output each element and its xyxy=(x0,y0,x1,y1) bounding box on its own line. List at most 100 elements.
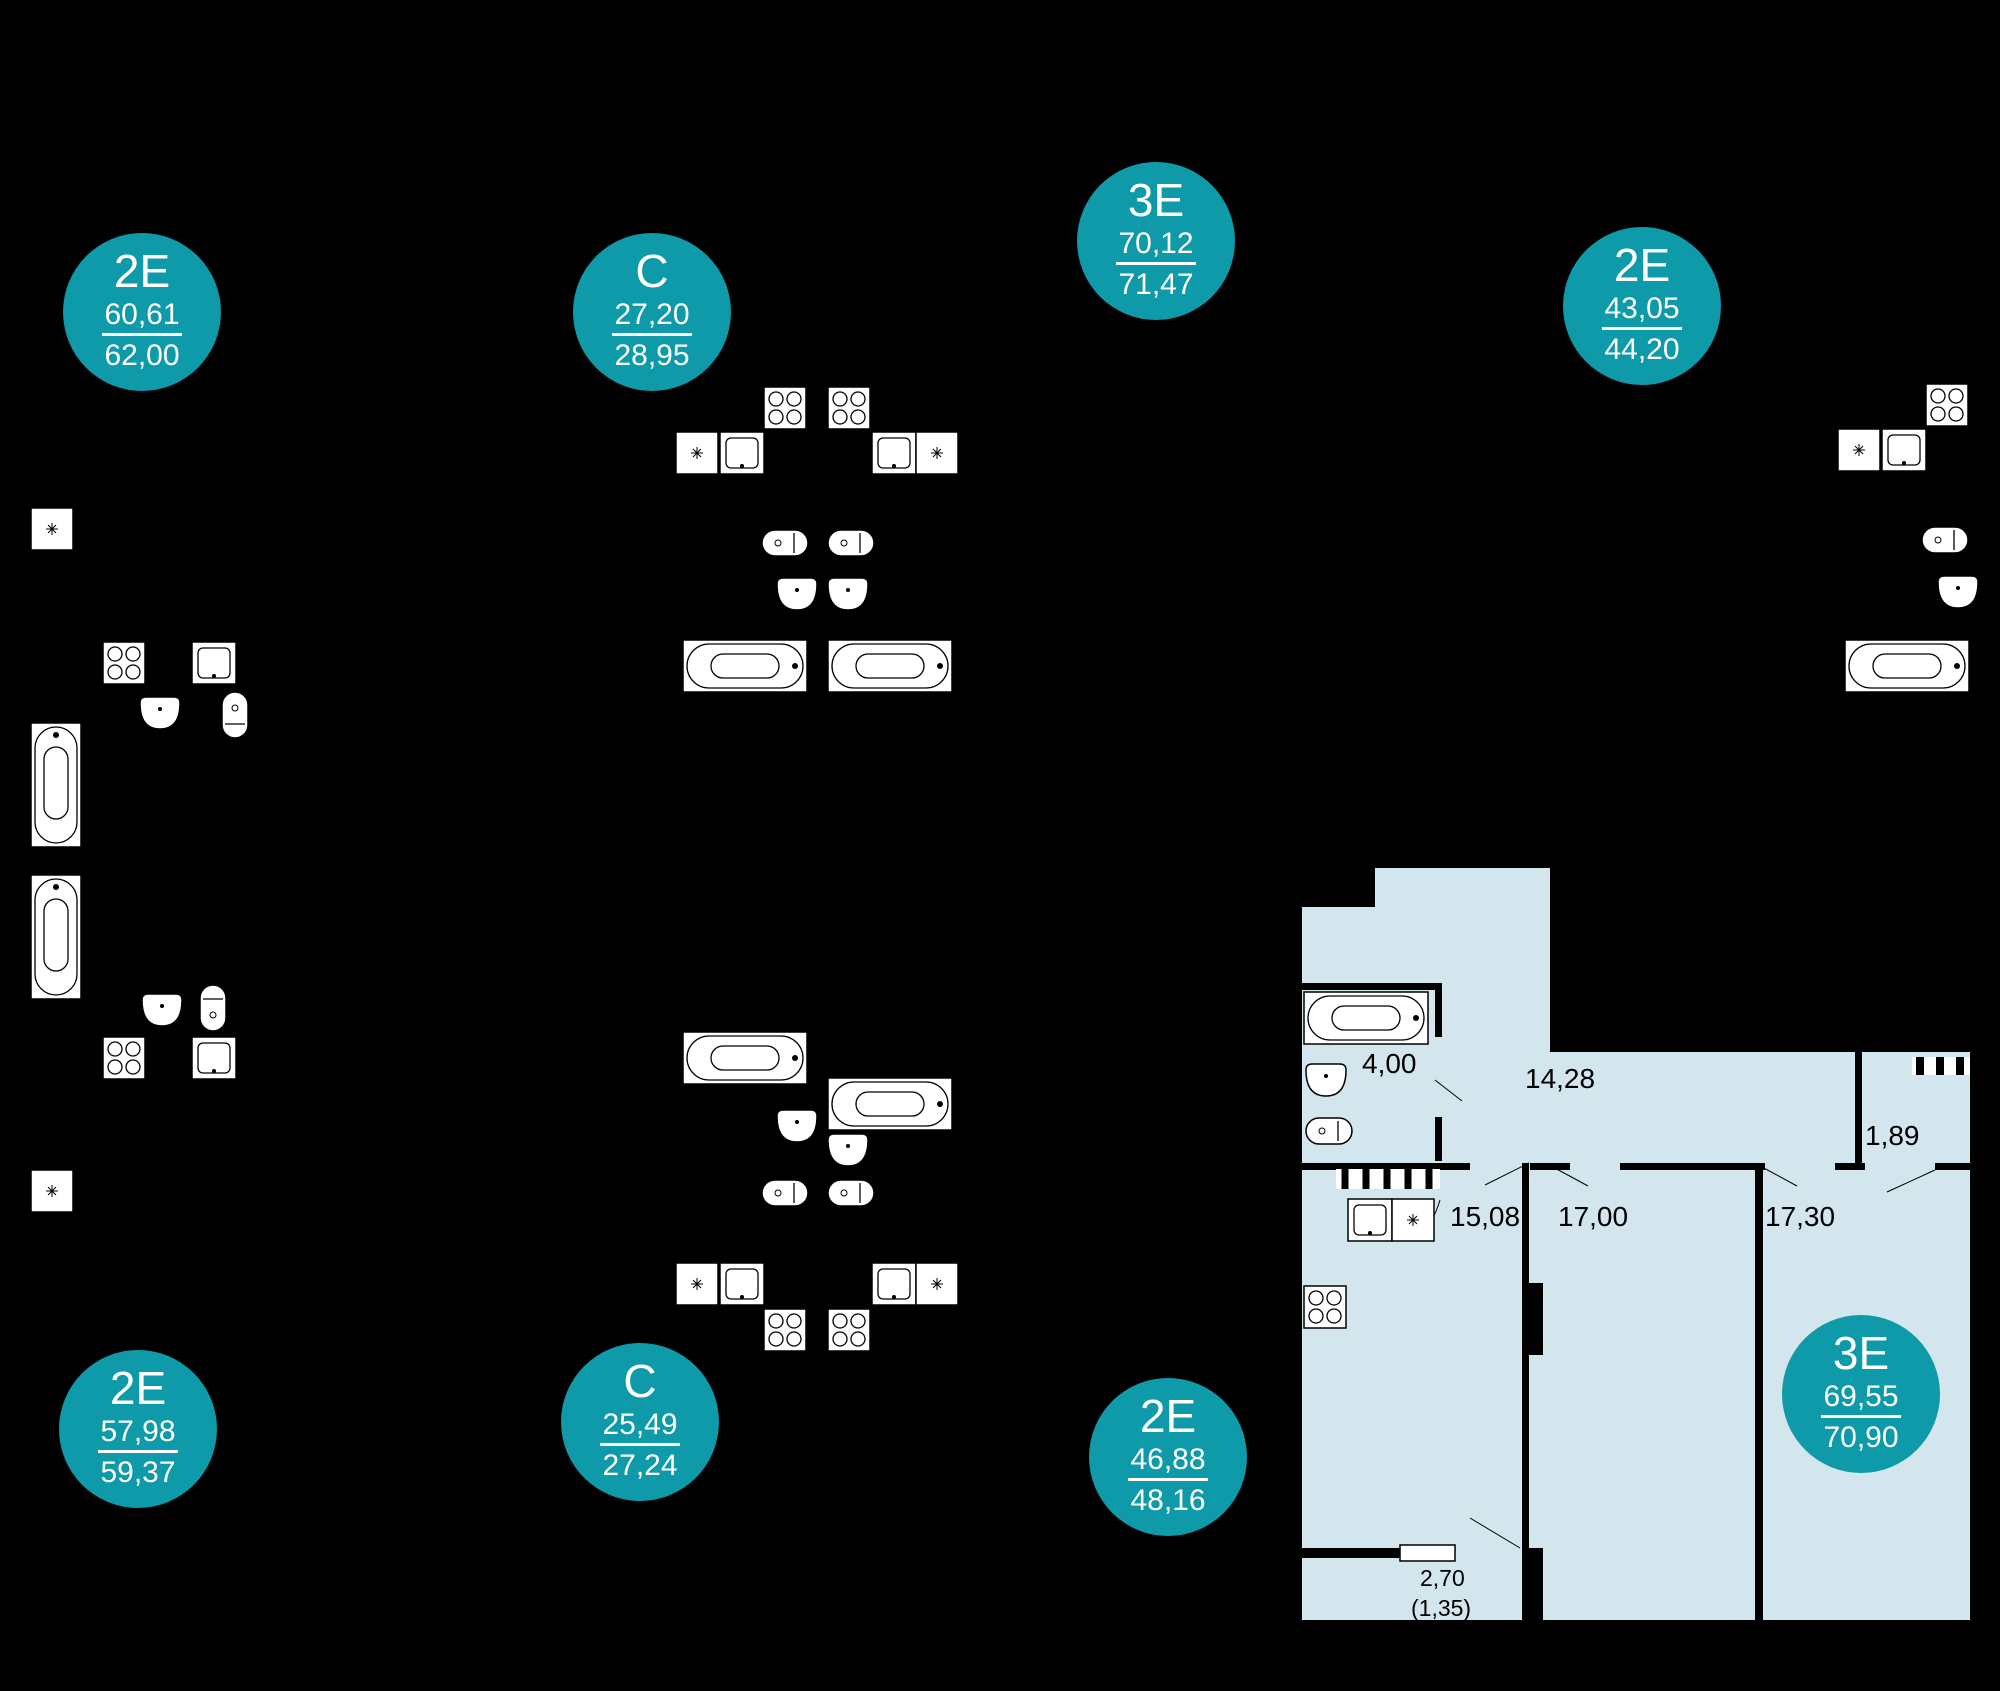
washbasin-icon xyxy=(1305,1063,1347,1097)
washbasin-icon xyxy=(776,577,818,611)
room-area-bathroom: 4,00 xyxy=(1362,1048,1417,1079)
total-area: 62,00 xyxy=(104,339,180,372)
bathtub-icon xyxy=(30,874,82,1000)
apartment-type: 2E xyxy=(113,245,171,297)
room-area-storage: 1,89 xyxy=(1865,1120,1920,1151)
ventilation-icon xyxy=(915,1262,959,1306)
living-area: 60,61 xyxy=(104,298,180,331)
fixtures-right-top xyxy=(1837,383,1979,693)
total-area: 28,95 xyxy=(614,339,690,372)
apartment-type: 2E xyxy=(1613,239,1671,291)
living-area: 57,98 xyxy=(100,1415,176,1448)
apartment-badge-selected[interactable]: 3E 69,55 70,90 xyxy=(1782,1315,1940,1473)
ventilation-icon xyxy=(30,1169,74,1213)
washbasin-icon xyxy=(827,577,869,611)
fraction-bar xyxy=(102,333,182,336)
total-area: 59,37 xyxy=(100,1456,176,1489)
washbasin-icon xyxy=(141,993,183,1027)
room-area-balcony: 2,70 xyxy=(1420,1565,1465,1591)
washbasin-icon xyxy=(827,1133,869,1167)
fraction-bar xyxy=(1128,1478,1208,1481)
bathtub-icon xyxy=(30,722,82,848)
total-area: 70,90 xyxy=(1823,1421,1899,1454)
kitchen-sink-icon xyxy=(871,431,917,475)
fixtures-center-bottom xyxy=(675,1031,959,1352)
stove-icon xyxy=(763,1308,807,1352)
toilet-icon xyxy=(761,529,809,557)
apartment-badge[interactable]: 2E 57,98 59,37 xyxy=(59,1350,217,1508)
ventilation-icon xyxy=(1837,428,1881,472)
total-area: 71,47 xyxy=(1118,268,1194,301)
stove-icon xyxy=(827,386,871,430)
bathtub-icon xyxy=(682,1031,808,1085)
fraction-bar xyxy=(98,1450,178,1453)
fixtures-left xyxy=(30,507,249,1213)
total-area: 27,24 xyxy=(602,1449,678,1482)
kitchen-sink-icon xyxy=(719,431,765,475)
bathtub-icon xyxy=(1303,991,1429,1045)
kitchen-sink-icon xyxy=(871,1262,917,1306)
fraction-bar xyxy=(1602,327,1682,330)
stove-icon xyxy=(763,386,807,430)
room-area-bedroom-1: 17,00 xyxy=(1558,1201,1629,1232)
stove-icon xyxy=(827,1308,871,1352)
kitchen-sink-icon xyxy=(1881,428,1927,472)
room-area-kitchen: 15,08 xyxy=(1450,1201,1521,1232)
apartment-type: 2E xyxy=(109,1362,167,1414)
stove-icon xyxy=(102,641,146,685)
living-area: 25,49 xyxy=(602,1408,678,1441)
fixtures-center-top xyxy=(675,386,959,693)
toilet-icon xyxy=(199,984,227,1032)
fraction-bar xyxy=(600,1443,680,1446)
stove-icon xyxy=(1925,383,1969,427)
ventilation-icon xyxy=(30,507,74,551)
fraction-bar xyxy=(1116,262,1196,265)
bathtub-icon xyxy=(682,639,808,693)
room-area-bedroom-2: 17,30 xyxy=(1765,1201,1836,1232)
apartment-type: 3E xyxy=(1832,1327,1890,1379)
toilet-icon xyxy=(221,691,249,739)
living-area: 70,12 xyxy=(1118,227,1194,260)
kitchen-sink-icon xyxy=(1347,1198,1393,1242)
bathtub-icon xyxy=(1844,639,1970,693)
bathtub-icon xyxy=(827,639,953,693)
room-area-balcony-reduced: (1,35) xyxy=(1411,1595,1472,1621)
toilet-icon xyxy=(1305,1117,1353,1145)
highlighted-apartment-plan xyxy=(1300,868,1970,1623)
kitchen-sink-icon xyxy=(191,641,237,685)
living-area: 46,88 xyxy=(1130,1443,1206,1476)
apartment-badge[interactable]: 2E 43,05 44,20 xyxy=(1563,227,1721,385)
living-area: 69,55 xyxy=(1823,1380,1899,1413)
room-area-hall: 14,28 xyxy=(1525,1063,1596,1094)
fraction-bar xyxy=(612,333,692,336)
washbasin-icon xyxy=(139,696,181,730)
washbasin-icon xyxy=(776,1109,818,1143)
apartment-type: 2E xyxy=(1139,1390,1197,1442)
ventilation-icon xyxy=(1391,1198,1435,1242)
living-area: 27,20 xyxy=(614,298,690,331)
toilet-icon xyxy=(827,1179,875,1207)
ventilation-icon xyxy=(915,431,959,475)
apartment-badge[interactable]: C 27,20 28,95 xyxy=(573,233,731,391)
apartment-badge[interactable]: 2E 60,61 62,00 xyxy=(63,233,221,391)
fraction-bar xyxy=(1821,1415,1901,1418)
toilet-icon xyxy=(761,1179,809,1207)
apartment-type: 3E xyxy=(1127,174,1185,226)
apartment-type: C xyxy=(623,1355,657,1407)
ventilation-icon xyxy=(675,1262,719,1306)
apartment-type: C xyxy=(635,245,669,297)
ventilation-icon xyxy=(675,431,719,475)
apartment-badge[interactable]: 3E 70,12 71,47 xyxy=(1077,162,1235,320)
apartment-badge[interactable]: C 25,49 27,24 xyxy=(561,1343,719,1501)
toilet-icon xyxy=(827,529,875,557)
toilet-icon xyxy=(1921,526,1969,554)
apartment-badge[interactable]: 2E 46,88 48,16 xyxy=(1089,1378,1247,1536)
bathtub-icon xyxy=(827,1077,953,1131)
kitchen-sink-icon xyxy=(191,1036,237,1080)
total-area: 44,20 xyxy=(1604,333,1680,366)
washbasin-icon xyxy=(1937,575,1979,609)
stove-icon xyxy=(1303,1285,1347,1329)
stove-icon xyxy=(102,1036,146,1080)
total-area: 48,16 xyxy=(1130,1484,1206,1517)
living-area: 43,05 xyxy=(1604,292,1680,325)
